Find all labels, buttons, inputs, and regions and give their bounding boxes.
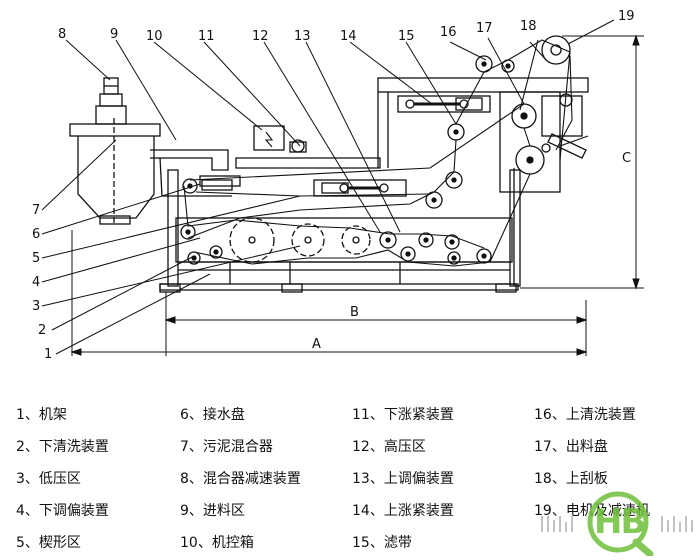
legend-item-16: 16、上清洗装置 <box>534 407 636 423</box>
legend-item-15: 15、滤带 <box>352 535 412 551</box>
callout-17: 17 <box>476 21 493 36</box>
legend-item-2: 2、下清洗装置 <box>16 439 109 455</box>
callout-19: 19 <box>618 9 635 24</box>
watermark-text: HB <box>594 502 646 542</box>
callout-12: 12 <box>252 29 269 44</box>
legend-item-6: 6、接水盘 <box>180 407 245 423</box>
dimension-b-label: B <box>350 305 359 320</box>
lower-tensioner <box>313 179 407 197</box>
callout-5: 5 <box>32 251 40 266</box>
belt-filter-press-drawing: 8 9 10 11 12 13 14 15 16 17 18 19 7 6 5 … <box>32 9 644 362</box>
legend-item-14: 14、上涨紧装置 <box>352 503 454 519</box>
legend-item-8: 8、混合器减速装置 <box>180 471 301 487</box>
legend-item-17: 17、出料盘 <box>534 439 608 455</box>
callout-1: 1 <box>44 347 52 362</box>
callout-2: 2 <box>38 323 46 338</box>
legend-item-9: 9、进料区 <box>180 503 245 519</box>
dimension-c-label: C <box>622 151 631 166</box>
legend-item-3: 3、低压区 <box>16 471 81 487</box>
callout-8: 8 <box>58 27 66 42</box>
legend-item-4: 4、下调偏装置 <box>16 503 109 519</box>
callout-16: 16 <box>440 25 457 40</box>
legend-item-10: 10、机控箱 <box>180 535 254 551</box>
callout-18: 18 <box>520 19 537 34</box>
callout-9: 9 <box>110 27 118 42</box>
dimension-a-label: A <box>312 337 321 352</box>
watermark-logo: HB <box>538 486 698 558</box>
callout-numbers: 8 9 10 11 12 13 14 15 16 17 18 19 7 6 5 … <box>32 9 635 362</box>
legend-item-11: 11、下涨紧装置 <box>352 407 454 423</box>
legend-item-12: 12、高压区 <box>352 439 426 455</box>
legend-item-7: 7、污泥混合器 <box>180 439 273 455</box>
legend-item-18: 18、上刮板 <box>534 471 608 487</box>
leader-lines <box>41 19 615 355</box>
rollers <box>180 35 573 265</box>
legend-item-19: 19、电机及减速机 <box>534 503 650 519</box>
legend-item-5: 5、楔形区 <box>16 535 81 551</box>
legend-item-13: 13、上调偏装置 <box>352 471 454 487</box>
callout-15: 15 <box>398 29 415 44</box>
scraper <box>547 133 587 159</box>
callout-13: 13 <box>294 29 311 44</box>
watermark-magnifier-icon <box>541 491 693 558</box>
feed-zone <box>150 149 241 197</box>
callout-4: 4 <box>32 275 40 290</box>
callout-6: 6 <box>32 227 40 242</box>
dimension-lines <box>70 34 644 356</box>
legend-item-1: 1、机架 <box>16 407 67 423</box>
dimension-labels: B A C <box>312 151 631 352</box>
upper-tensioner <box>397 95 491 113</box>
legend: 1、机架 2、下清洗装置 3、低压区 4、下调偏装置 5、楔形区 6、接水盘 7… <box>0 396 700 558</box>
control-box <box>235 125 381 169</box>
callout-3: 3 <box>32 299 40 314</box>
sludge-mixer <box>69 77 161 226</box>
callout-7: 7 <box>32 203 40 218</box>
callout-10: 10 <box>146 29 163 44</box>
callout-14: 14 <box>340 29 357 44</box>
callout-11: 11 <box>198 29 215 44</box>
